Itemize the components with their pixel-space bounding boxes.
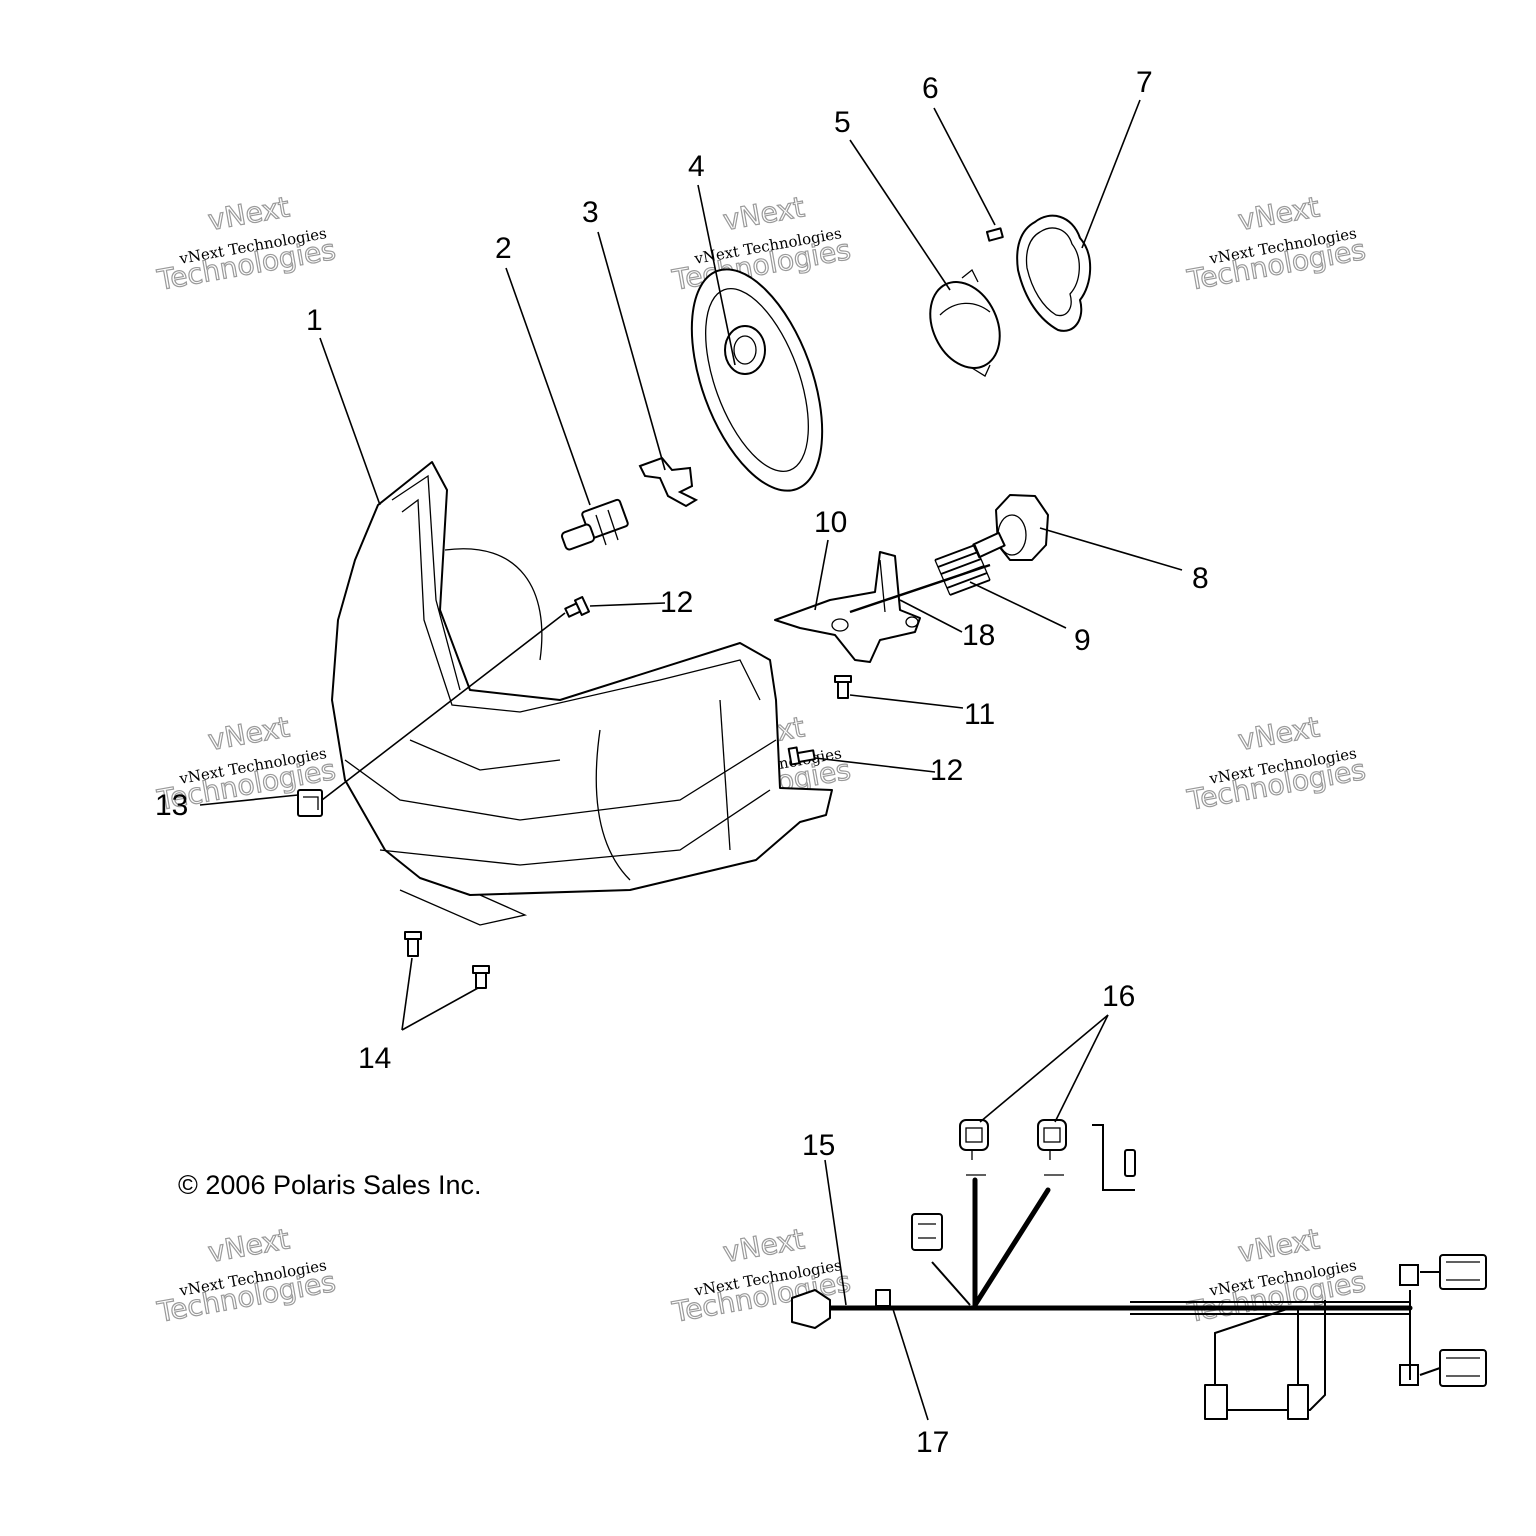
callout-16: 16 — [1102, 980, 1135, 1013]
watermark-top-left: vNext vNext Technologies Technologies — [154, 190, 339, 298]
clip-nut — [297, 789, 323, 817]
callout-15: 15 — [802, 1129, 835, 1162]
screws-14 — [404, 931, 490, 989]
small-screw — [985, 227, 1004, 242]
callout-1: 1 — [306, 304, 323, 337]
callout-11: 11 — [964, 698, 995, 731]
watermark-bottom-left: vNext vNext Technologies Technologies — [154, 1222, 339, 1330]
bulb — [560, 498, 629, 551]
watermark-top-right: vNext vNext Technologies Technologies — [1184, 190, 1369, 298]
watermark-text-a: vNext — [1236, 190, 1322, 237]
retaining-clip — [638, 456, 699, 508]
wire-harness — [791, 1124, 1487, 1420]
callout-17: 17 — [916, 1426, 949, 1459]
callout-8: 8 — [1192, 562, 1209, 595]
copyright-notice: © 2006 Polaris Sales Inc. — [178, 1170, 482, 1200]
screw-12-upper — [564, 596, 591, 618]
callout-12-upper: 12 — [660, 586, 693, 619]
headlight-housing — [331, 461, 833, 926]
callout-3: 3 — [582, 196, 599, 229]
watermark-text-a: vNext — [1236, 1222, 1322, 1269]
callouts: 1 2 3 4 5 6 7 8 9 10 11 12 12 13 14 15 1… — [155, 66, 1209, 1459]
watermark-text-a: vNext — [721, 190, 807, 237]
watermark-mid-right: vNext vNext Technologies Technologies — [1184, 710, 1369, 818]
callout-9: 9 — [1074, 624, 1091, 657]
lamp-housing — [929, 268, 1001, 377]
watermark-bottom-right: vNext vNext Technologies Technologies — [1184, 1222, 1369, 1330]
screw-12-lower — [787, 746, 816, 766]
watermark-text-a: vNext — [721, 1222, 807, 1269]
callout-5: 5 — [834, 106, 851, 139]
callout-14: 14 — [358, 1042, 391, 1075]
callout-2: 2 — [495, 232, 512, 265]
watermark-text-a: vNext — [1236, 710, 1322, 757]
watermark-top-center: vNext vNext Technologies Technologies — [669, 190, 854, 298]
gasket — [1016, 214, 1092, 332]
callout-13: 13 — [155, 789, 188, 822]
watermark-text-a: vNext — [206, 190, 292, 237]
adjuster-bracket — [774, 551, 991, 663]
screw-11 — [834, 675, 852, 699]
callout-7: 7 — [1136, 66, 1153, 99]
callout-10: 10 — [814, 506, 847, 539]
connectors-16 — [959, 1119, 1067, 1176]
reflector-ring — [690, 268, 824, 492]
callout-18: 18 — [962, 619, 995, 652]
adjuster-knob — [972, 494, 1049, 561]
watermark-text-a: vNext — [206, 1222, 292, 1269]
callout-6: 6 — [922, 72, 939, 105]
callout-12-lower: 12 — [930, 754, 963, 787]
watermark-text-a: vNext — [206, 710, 292, 757]
leader-lines — [199, 99, 1183, 1421]
callout-4: 4 — [688, 150, 705, 183]
